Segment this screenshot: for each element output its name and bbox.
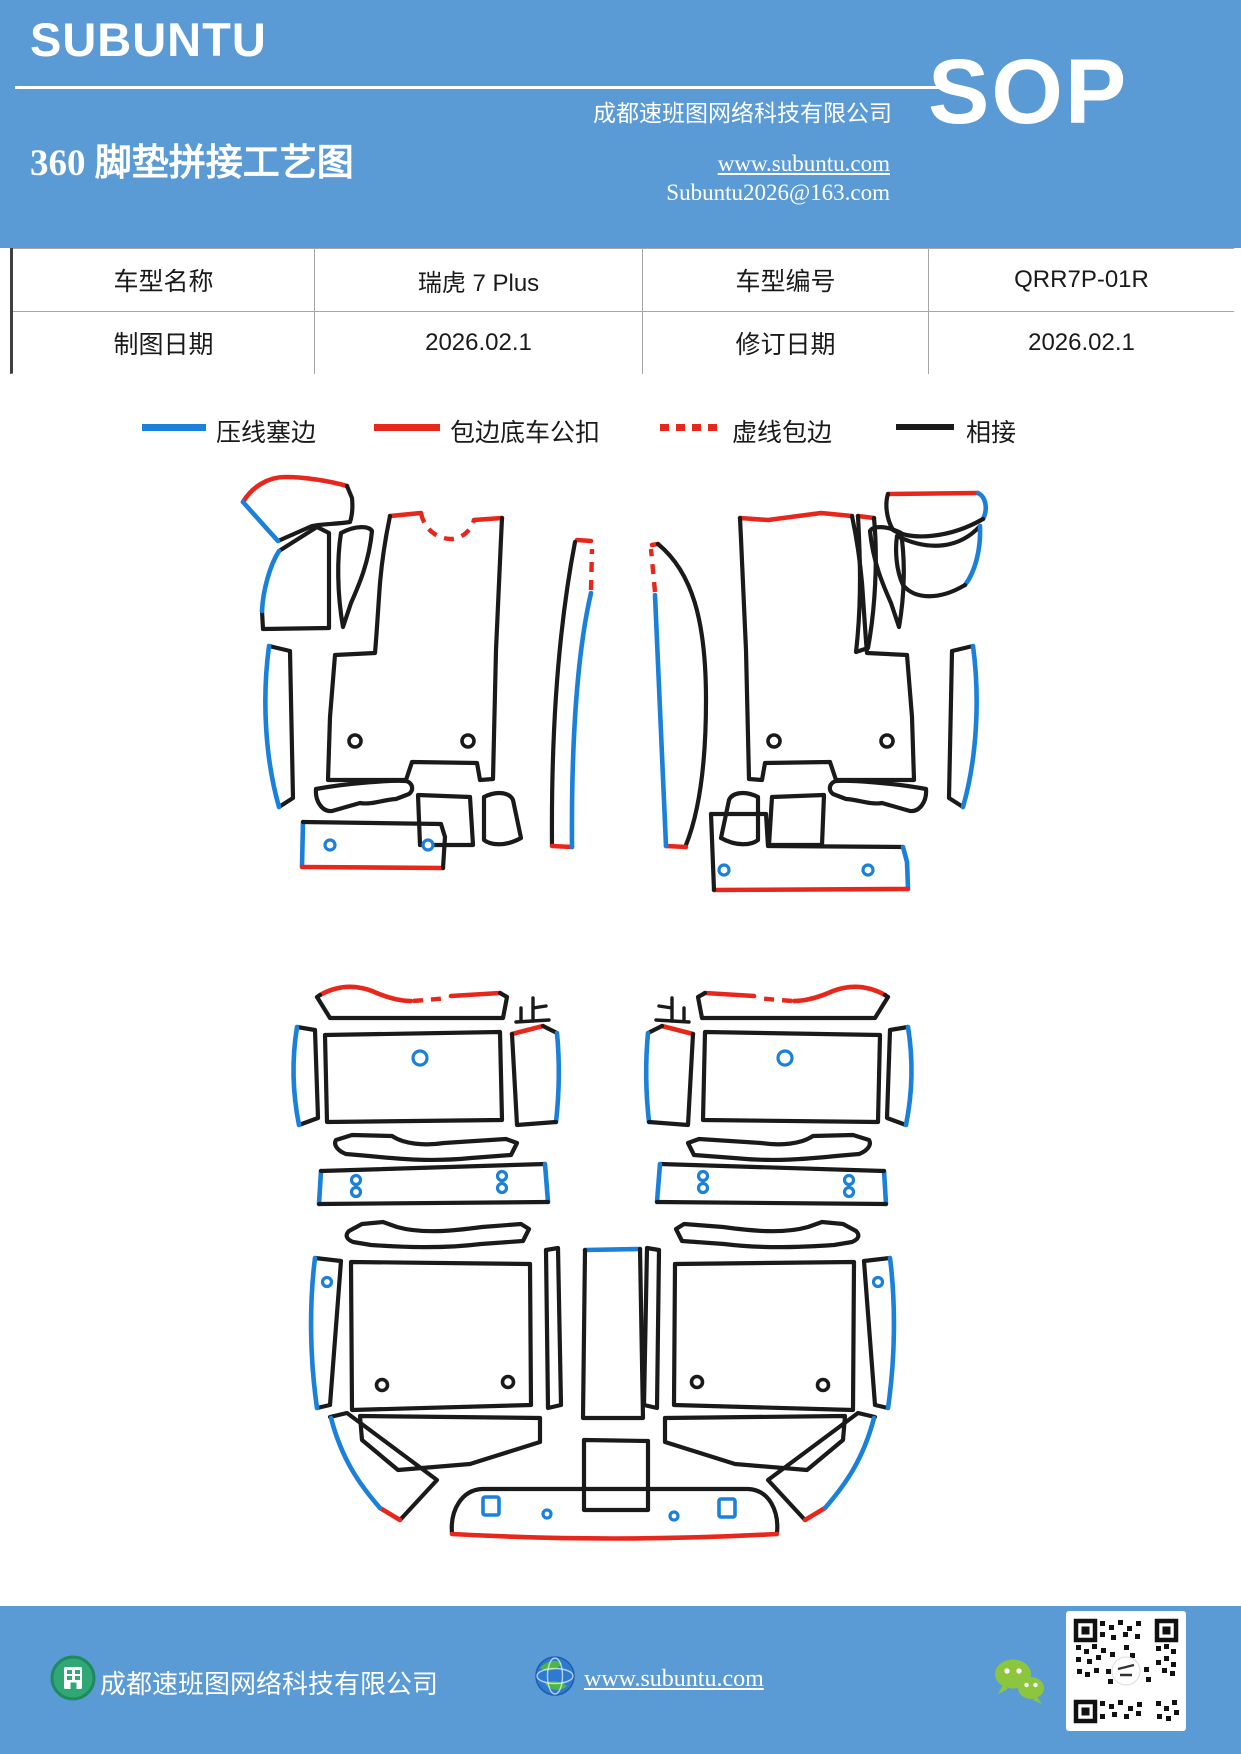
- footer-website-link[interactable]: www.subuntu.com: [584, 1666, 764, 1692]
- vehicle-info-table: 车型名称 瑞虎 7 Plus 车型编号 QRR7P-01R 制图日期 2026.…: [10, 248, 1234, 374]
- revision-date-value: 2026.02.1: [929, 311, 1234, 374]
- page-title: 360 脚垫拼接工艺图: [30, 143, 354, 184]
- draw-date-label: 制图日期: [13, 311, 315, 374]
- header-divider: [15, 86, 940, 89]
- building-icon: [50, 1655, 96, 1701]
- footer-company-name: 成都速班图网络科技有限公司: [100, 1670, 439, 1699]
- model-name-label: 车型名称: [13, 248, 315, 311]
- model-code-label: 车型编号: [643, 248, 929, 311]
- legend-label-red: 包边底车公扣: [450, 420, 601, 447]
- legend-label-blue: 压线塞边: [216, 420, 317, 447]
- wechat-icon: [995, 1659, 1044, 1704]
- header-email: Subuntu2026@163.com: [666, 180, 890, 205]
- header-website-link[interactable]: www.subuntu.com: [717, 151, 890, 176]
- legend-line-black: [896, 424, 954, 430]
- legend-label-dashed: 虚线包边: [732, 420, 833, 447]
- legend-line-blue: [142, 424, 206, 431]
- brand-logo: SUBUNTU: [30, 13, 267, 66]
- legend-line-red: [374, 424, 440, 431]
- legend-label-black: 相接: [966, 420, 1017, 447]
- globe-icon: [535, 1656, 575, 1696]
- header-company-name: 成都速班图网络科技有限公司: [593, 101, 892, 126]
- page-header: SUBUNTU 成都速班图网络科技有限公司 360 脚垫拼接工艺图 SOP ww…: [0, 0, 1241, 248]
- rear-mats-diagram: [293, 987, 911, 1541]
- sop-label: SOP: [928, 41, 1129, 143]
- front-mats-diagram: [240, 474, 989, 893]
- qr-code: [1066, 1611, 1186, 1731]
- legend-line-red-dashed: [660, 424, 722, 431]
- model-code-value: QRR7P-01R: [929, 248, 1234, 311]
- draw-date-value: 2026.02.1: [315, 311, 643, 374]
- revision-date-label: 修订日期: [643, 311, 929, 374]
- model-name-value: 瑞虎 7 Plus: [315, 248, 643, 311]
